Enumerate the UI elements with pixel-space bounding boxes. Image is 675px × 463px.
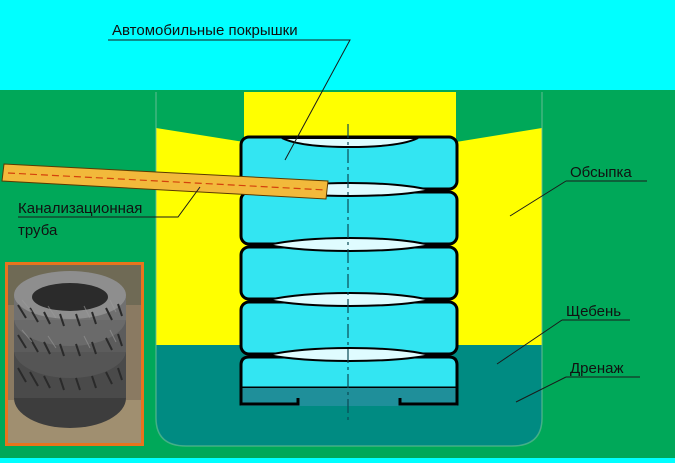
leader-pipe <box>18 186 201 218</box>
leader-backfill <box>509 180 647 217</box>
tire-5-edges <box>239 388 459 406</box>
tire-2 <box>239 190 459 246</box>
label-drainage: Дренаж <box>570 360 624 377</box>
pit-ground-wedge-right <box>456 92 542 142</box>
label-pipe-line2: труба <box>18 222 58 239</box>
label-pipe-line1: Канализационная <box>18 200 142 217</box>
label-tires: Автомобильные покрышки <box>112 22 298 39</box>
tire-5-bottom <box>241 388 457 406</box>
leader-tires <box>108 39 351 161</box>
pit-ground-wedge-left <box>156 92 244 142</box>
tire-stack <box>239 135 459 406</box>
sky-background <box>0 0 675 92</box>
tire-5 <box>239 355 459 390</box>
leader-gravel <box>496 319 630 365</box>
leader-lines <box>18 39 647 403</box>
sewer-pipe <box>1 163 329 200</box>
pit-outline <box>155 92 543 447</box>
tire-3 <box>239 245 459 301</box>
stacked-tires-photo <box>5 262 144 446</box>
label-gravel: Щебень <box>566 303 621 320</box>
tire-4 <box>239 300 459 356</box>
label-backfill: Обсыпка <box>570 164 632 181</box>
leader-drainage <box>515 376 640 403</box>
